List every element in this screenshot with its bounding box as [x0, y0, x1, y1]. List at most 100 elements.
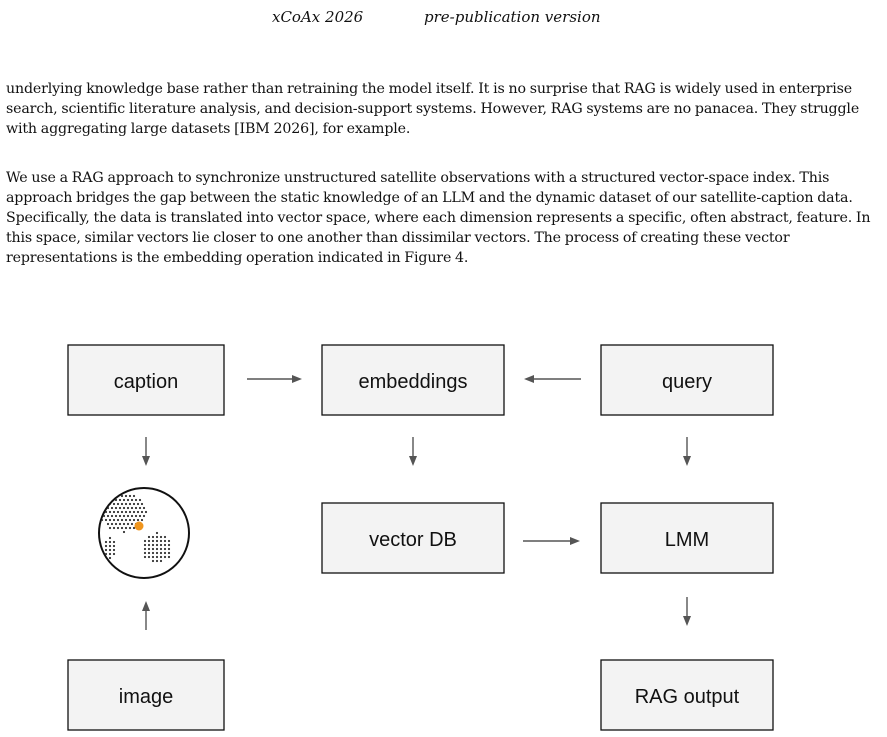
- cluster-dot: [104, 548, 108, 552]
- cluster-dot: [108, 548, 112, 552]
- cluster-dot: [167, 547, 171, 551]
- image-node: image: [67, 659, 225, 731]
- cluster-dot: [130, 514, 134, 518]
- cluster-dot: [151, 559, 155, 563]
- cluster-dot: [122, 506, 126, 510]
- cluster-dot: [151, 535, 155, 539]
- cluster-dot: [112, 518, 116, 522]
- cluster-dot: [130, 498, 134, 502]
- arrow-caption-to-latent: [142, 437, 150, 466]
- embeddings-label: embeddings: [359, 371, 468, 393]
- latent-space-icon: [97, 487, 190, 579]
- cluster-dot: [126, 522, 130, 526]
- cluster-dot: [143, 555, 147, 559]
- cluster-dot: [143, 539, 147, 543]
- cluster-dot: [122, 514, 126, 518]
- cluster-dot: [142, 514, 146, 518]
- cluster-dot: [104, 544, 108, 548]
- cluster-dot: [128, 494, 132, 498]
- cluster-dot: [112, 502, 116, 506]
- cluster-dot: [136, 510, 140, 514]
- cluster-dot: [163, 535, 167, 539]
- cluster-dot: [167, 543, 171, 547]
- cluster-dot: [124, 494, 128, 498]
- header-version: pre-publication version: [424, 8, 601, 26]
- cluster-dot: [114, 506, 118, 510]
- cluster-dot: [128, 510, 132, 514]
- cluster-dot: [112, 548, 116, 552]
- cluster-dot: [120, 502, 124, 506]
- cluster-dot: [122, 522, 126, 526]
- cluster-dot: [138, 506, 142, 510]
- cluster-dot: [124, 518, 128, 522]
- cluster-dot: [116, 510, 120, 514]
- arrow-lmm-to-rag-output: [683, 597, 691, 626]
- arrow-vector-db-to-lmm: [523, 537, 580, 545]
- cluster-dot: [120, 494, 124, 498]
- cluster-dot: [136, 518, 140, 522]
- cluster-dot: [143, 551, 147, 555]
- cluster-dot: [100, 502, 104, 506]
- cluster-dot: [128, 518, 132, 522]
- cluster-dot: [112, 544, 116, 548]
- cluster-dot: [155, 555, 159, 559]
- cluster-dot: [132, 494, 136, 498]
- cluster-dot: [110, 522, 114, 526]
- cluster-dot: [140, 518, 144, 522]
- cluster-dot: [138, 498, 142, 502]
- running-header: xCoAx 2026 pre-publication version: [0, 6, 887, 30]
- cluster-dot: [116, 518, 120, 522]
- cluster-dot: [159, 543, 163, 547]
- cluster-dot: [155, 559, 159, 563]
- cluster-dot: [147, 539, 151, 543]
- arrow-image-to-latent: [142, 601, 150, 630]
- cluster-dot: [108, 510, 112, 514]
- cluster-dot: [132, 518, 136, 522]
- cluster-dot: [116, 526, 120, 530]
- cluster-dot: [108, 494, 112, 498]
- cluster-dot: [118, 498, 122, 502]
- cluster-dot: [116, 502, 120, 506]
- cluster-dot: [108, 544, 112, 548]
- cluster-dot: [163, 551, 167, 555]
- cluster-dot: [106, 514, 110, 518]
- cluster-dot: [120, 518, 124, 522]
- cluster-dot: [120, 526, 124, 530]
- cluster-dot: [112, 552, 116, 556]
- cluster-dot: [147, 551, 151, 555]
- cluster-dot: [143, 543, 147, 547]
- cluster-dot: [108, 536, 112, 540]
- caption-node: caption: [67, 344, 225, 416]
- cluster-dot: [112, 494, 116, 498]
- rag-output-node: RAG output: [600, 659, 774, 731]
- cluster-dot: [108, 540, 112, 544]
- cluster-dot: [151, 555, 155, 559]
- paragraph-1: underlying knowledge base rather than re…: [6, 81, 860, 137]
- cluster-dot: [110, 506, 114, 510]
- cluster-dot: [147, 555, 151, 559]
- cluster-dot: [159, 539, 163, 543]
- cluster-dot: [159, 559, 163, 563]
- cluster-dot: [110, 514, 114, 518]
- cluster-dot: [97, 511, 99, 513]
- cluster-dot: [155, 547, 159, 551]
- embedding-clusters: [97, 490, 171, 563]
- cluster-dot: [124, 502, 128, 506]
- cluster-dot: [140, 510, 144, 514]
- cluster-dot: [147, 535, 151, 539]
- cluster-dot: [112, 540, 116, 544]
- cluster-dot: [155, 551, 159, 555]
- cluster-dot: [112, 526, 116, 530]
- cluster-dot: [138, 514, 142, 518]
- cluster-dot: [155, 531, 159, 535]
- cluster-dot: [122, 498, 126, 502]
- cluster-dot: [104, 540, 108, 544]
- cluster-dot: [130, 506, 134, 510]
- cluster-dot: [120, 510, 124, 514]
- cluster-dot: [134, 498, 138, 502]
- cluster-dot: [151, 539, 155, 543]
- cluster-dot: [102, 506, 106, 510]
- cluster-dot: [122, 530, 126, 534]
- cluster-dot: [136, 502, 140, 506]
- cluster-dot: [132, 526, 136, 530]
